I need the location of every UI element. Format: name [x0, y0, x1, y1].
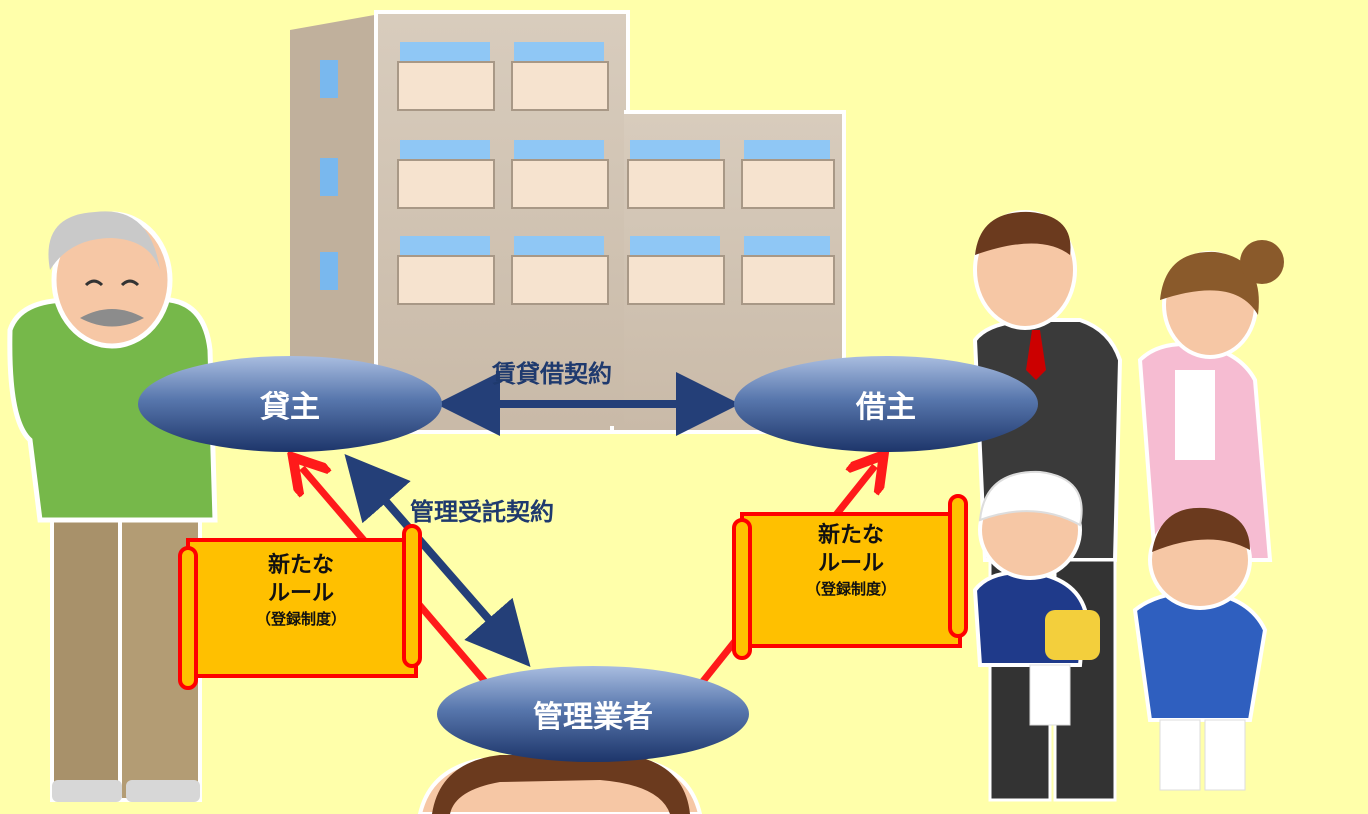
manager-node: [437, 666, 749, 762]
lender-label: 貸主: [260, 390, 320, 425]
rule-line1: 新たな: [817, 523, 884, 548]
borrower-node: [734, 356, 1038, 452]
rule-scroll-right-text: 新たな ルール （登録制度）: [748, 522, 954, 600]
rule-line1: 新たな: [267, 553, 334, 578]
manager-label: 管理業者: [533, 700, 653, 735]
rule-scroll-left-text: 新たな ルール （登録制度）: [196, 552, 406, 630]
rule-line3: （登録制度）: [805, 580, 896, 598]
rule-line2: ルール: [267, 581, 334, 606]
manager-person-illustration: [417, 755, 703, 814]
apartment-building-illustration: [290, 10, 846, 440]
lease-contract-label: 賃貸借契約: [492, 360, 612, 388]
rule-line3: （登録制度）: [255, 610, 346, 628]
borrower-label: 借主: [856, 390, 916, 425]
lender-node: [138, 356, 442, 452]
landlord-person-illustration: [7, 211, 218, 802]
rule-scroll-right: [732, 494, 968, 660]
balcony-row: [397, 236, 835, 305]
management-contract-label: 管理受託契約: [410, 498, 554, 526]
rule-line2: ルール: [817, 551, 884, 576]
rule-scroll-left: [178, 524, 422, 690]
balcony-row: [397, 140, 835, 209]
management-contract-arrow: [344, 453, 531, 668]
tenant-family-illustration: [972, 210, 1284, 802]
balcony-row: [397, 42, 609, 111]
